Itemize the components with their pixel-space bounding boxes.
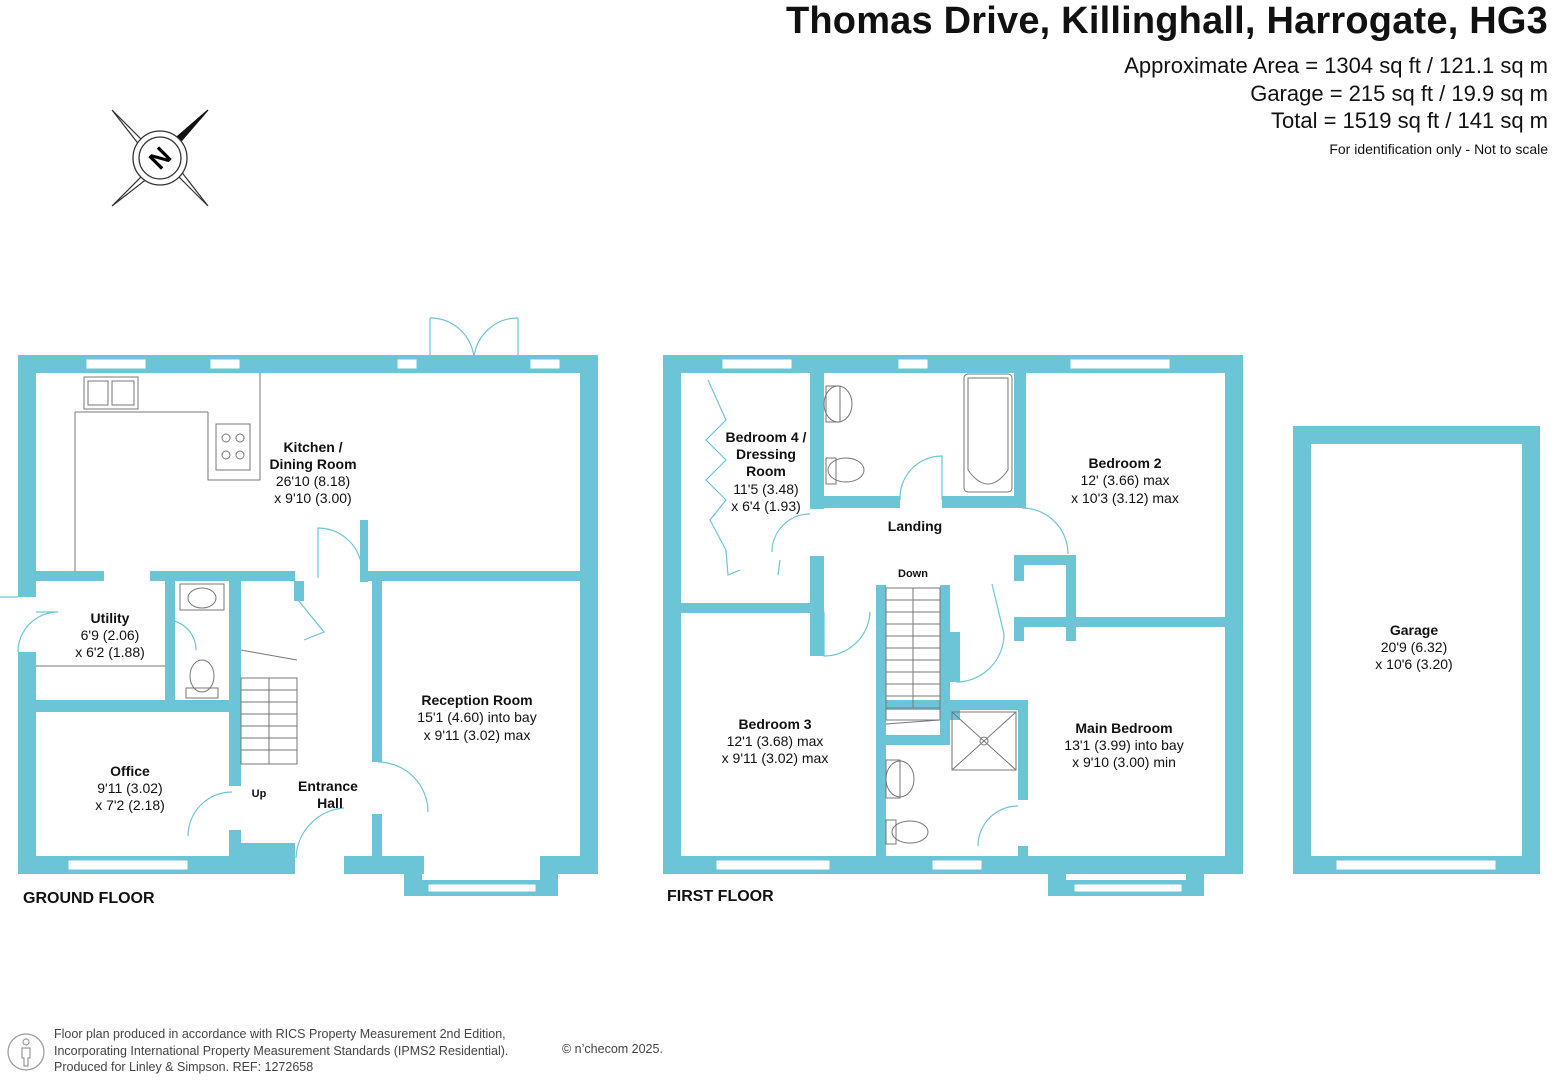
room-office: Office 9'11 (3.02) x 7'2 (2.18) xyxy=(95,763,165,813)
room-dimension: 9'11 (3.02) xyxy=(97,780,162,796)
room-name: Office xyxy=(110,763,150,779)
room-dimension: 15'1 (4.60) into bay xyxy=(417,709,536,725)
room-reception: Reception Room 15'1 (4.60) into bay x 9'… xyxy=(417,692,536,743)
total-area: Total = 1519 sq ft / 141 sq m xyxy=(1271,108,1548,133)
property-title: Thomas Drive, Killinghall, Harrogate, HG… xyxy=(785,0,1548,42)
north-compass-icon: N xyxy=(111,109,209,207)
stairs-down-label: Down xyxy=(898,568,928,580)
room-name: Bedroom 3 xyxy=(738,716,811,732)
first-floor-door-swings xyxy=(705,379,1069,847)
stair-labels: Up Down xyxy=(252,568,929,800)
first-floor-windows xyxy=(715,358,1183,893)
garage-area: Garage = 215 sq ft / 19.9 sq m xyxy=(1250,81,1548,106)
room-dimension: 12' (3.66) max xyxy=(1080,472,1169,488)
room-dimension: x 9'11 (3.02) max xyxy=(722,750,829,766)
room-landing: Landing xyxy=(888,518,942,534)
garage-door xyxy=(1335,859,1497,871)
room-labels: Kitchen / Dining Room 26'10 (8.18) x 9'1… xyxy=(75,429,1453,813)
room-dimension: x 9'10 (3.00) min xyxy=(1072,754,1176,770)
room-utility: Utility 6'9 (2.06) x 6'2 (1.88) xyxy=(75,610,145,660)
room-dimension: 20'9 (6.32) xyxy=(1381,639,1448,655)
footer-line: Floor plan produced in accordance with R… xyxy=(54,1027,506,1041)
room-name: Garage xyxy=(1390,622,1438,638)
room-name: Room xyxy=(746,463,786,479)
room-dimension: x 10'6 (3.20) xyxy=(1375,656,1452,672)
footer-brand: © n’checom 2025. xyxy=(562,1042,663,1056)
person-info-icon xyxy=(7,1033,45,1071)
room-dimension: x 6'2 (1.88) xyxy=(75,644,145,660)
scale-disclaimer: For identification only - Not to scale xyxy=(1329,141,1548,157)
room-name: Entrance xyxy=(298,778,358,794)
first-floor-fixtures xyxy=(823,373,1017,845)
room-name: Bedroom 4 / xyxy=(726,429,807,445)
stairs-up-label: Up xyxy=(252,788,267,800)
room-dimension: x 9'11 (3.02) max xyxy=(424,727,531,743)
room-entrance-hall: Entrance Hall xyxy=(298,778,358,811)
footer-disclaimer: Floor plan produced in accordance with R… xyxy=(54,1026,508,1076)
room-bedroom-4: Bedroom 4 / Dressing Room 11'5 (3.48) x … xyxy=(726,429,807,514)
room-name: Dining Room xyxy=(269,456,356,472)
room-dimension: 13'1 (3.99) into bay xyxy=(1064,737,1183,753)
room-name: Reception Room xyxy=(421,692,532,708)
room-main-bedroom: Main Bedroom 13'1 (3.99) into bay x 9'10… xyxy=(1064,720,1183,770)
room-name: Utility xyxy=(91,610,130,626)
room-name: Hall xyxy=(317,795,343,811)
room-kitchen: Kitchen / Dining Room 26'10 (8.18) x 9'1… xyxy=(269,439,356,506)
ground-floor-windows xyxy=(67,358,561,893)
approximate-area: Approximate Area = 1304 sq ft / 121.1 sq… xyxy=(1124,53,1548,78)
footer-line: Produced for Linley & Simpson. REF: 1272… xyxy=(54,1060,314,1074)
room-dimension: 6'9 (2.06) xyxy=(81,627,140,643)
room-name: Main Bedroom xyxy=(1075,720,1172,736)
footer-line: Incorporating International Property Mea… xyxy=(54,1043,509,1058)
room-dimension: 12'1 (3.68) max xyxy=(727,733,824,749)
room-dimension: 26'10 (8.18) xyxy=(276,473,350,489)
room-name: Kitchen / xyxy=(283,439,342,455)
floor-labels: GROUND FLOOR FIRST FLOOR xyxy=(23,888,774,907)
room-dimension: 11'5 (3.48) xyxy=(733,481,798,497)
first-floor-label: FIRST FLOOR xyxy=(667,888,774,905)
room-name: Bedroom 2 xyxy=(1088,455,1161,471)
ground-floor-label: GROUND FLOOR xyxy=(23,890,155,907)
room-bedroom-2: Bedroom 2 12' (3.66) max x 10'3 (3.12) m… xyxy=(1071,455,1179,506)
room-dimension: x 7'2 (2.18) xyxy=(95,797,165,813)
room-dimension: x 6'4 (1.93) xyxy=(731,498,801,514)
room-name: Dressing xyxy=(736,446,796,462)
room-garage: Garage 20'9 (6.32) x 10'6 (3.20) xyxy=(1375,622,1452,672)
room-dimension: x 9'10 (3.00) xyxy=(274,490,351,506)
room-bedroom-3: Bedroom 3 12'1 (3.68) max x 9'11 (3.02) … xyxy=(722,716,829,766)
ground-floor-door-swings xyxy=(0,317,519,859)
room-dimension: x 10'3 (3.12) max xyxy=(1071,490,1179,506)
ground-floor-fixtures xyxy=(36,373,298,765)
room-name: Landing xyxy=(888,518,942,534)
